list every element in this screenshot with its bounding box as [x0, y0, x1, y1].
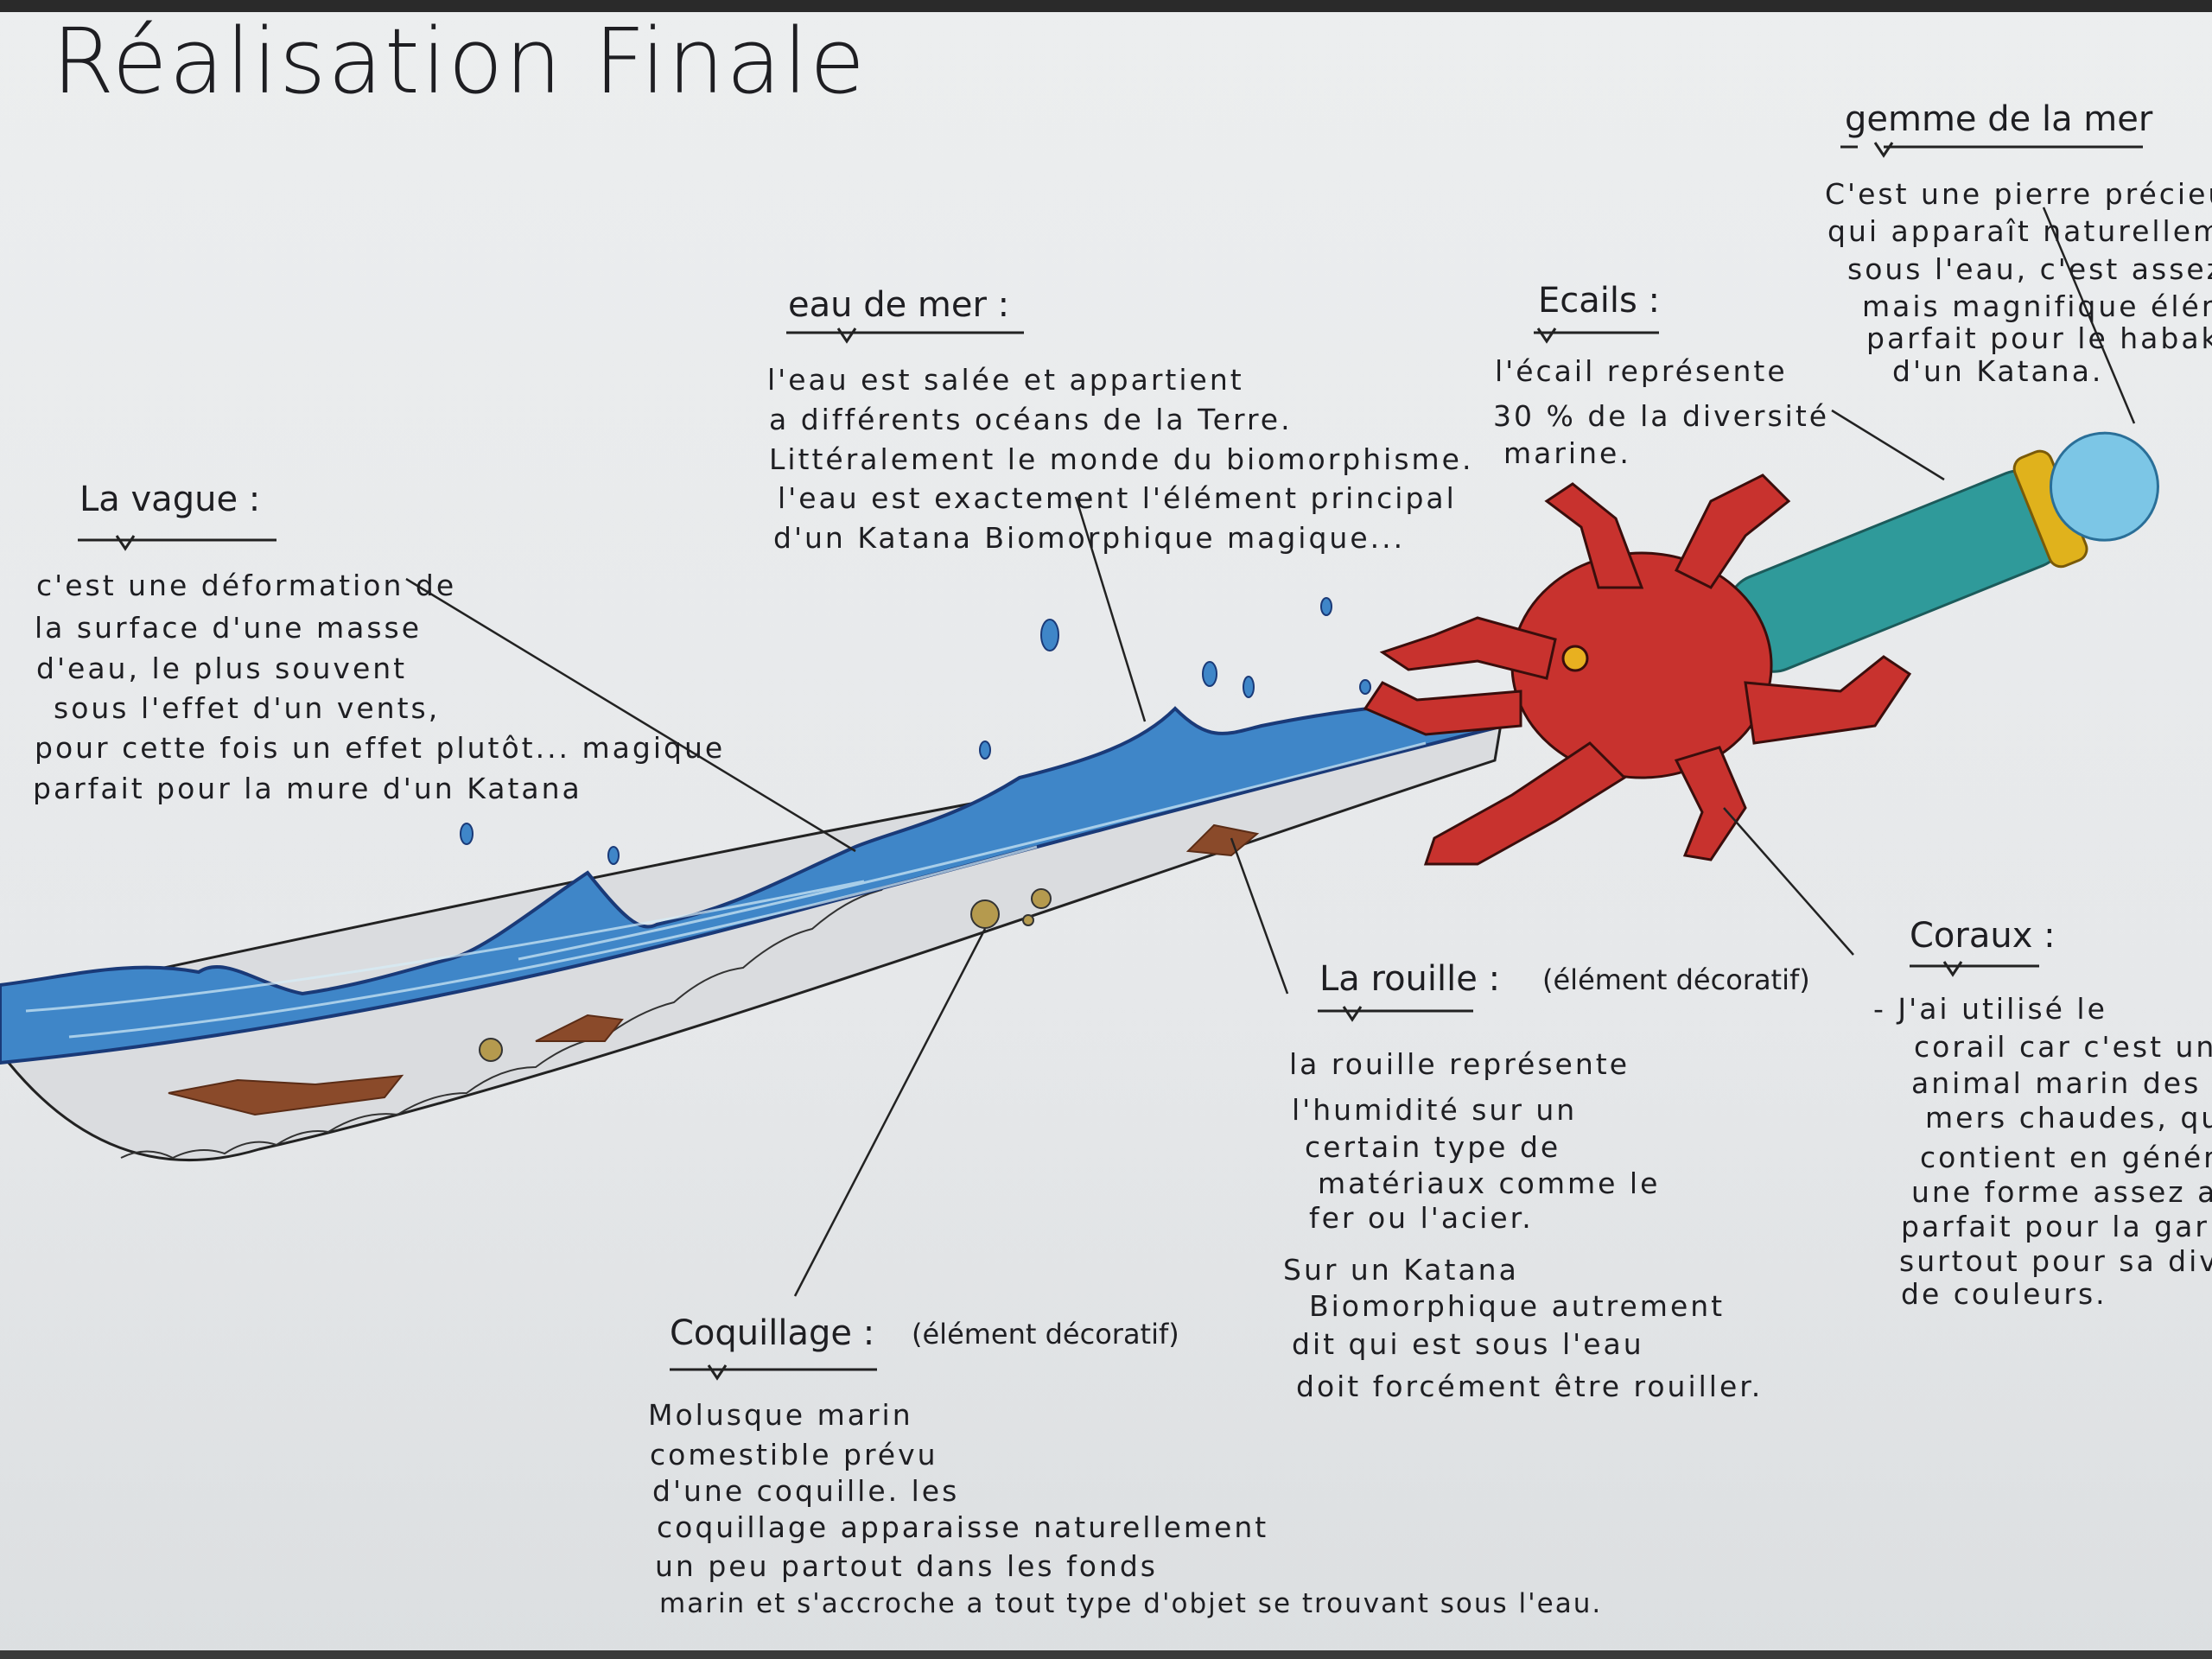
- gemme-line: C'est une pierre précieuse: [1825, 177, 2212, 211]
- eau-label: eau de mer :: [788, 285, 1010, 325]
- gemme-line: sous l'eau, c'est assez ra: [1847, 252, 2212, 286]
- gemme-label: gemme de la mer: [1845, 99, 2153, 139]
- vague-line: c'est une déformation de: [36, 569, 457, 602]
- eau-line: Littéralement le monde du biomorphisme.: [769, 442, 1474, 476]
- eau-line: l'eau est salée et appartient: [767, 363, 1244, 397]
- coquillage-line: comestible prévu: [650, 1438, 938, 1471]
- coraux-line: animal marin des: [1911, 1066, 2202, 1100]
- label-underlines: [78, 142, 2143, 1381]
- coraux-label: Coraux :: [1910, 916, 2056, 956]
- blade-scalloped-edge: [120, 850, 951, 1160]
- ecails-label: Ecails :: [1538, 281, 1661, 321]
- rouille-line: l'humidité sur un: [1292, 1093, 1578, 1127]
- rouille-line: doit forcément être rouiller.: [1296, 1370, 1764, 1403]
- coraux-line: de couleurs.: [1901, 1277, 2107, 1311]
- leader-lines: [405, 207, 2136, 1297]
- gemme-line: mais magnifique élément: [1862, 289, 2212, 323]
- photo-edge: [0, 1650, 2212, 1659]
- page-title: Réalisation Finale: [52, 9, 867, 114]
- coraux-line: parfait pour la gar: [1901, 1210, 2209, 1243]
- gemme-line: parfait pour le habaki: [1866, 321, 2212, 355]
- rouille-line: la rouille représente: [1289, 1047, 1630, 1081]
- vague-line: pour cette fois un effet plutôt... magiq…: [35, 731, 726, 765]
- eau-line: a différents océans de la Terre.: [769, 403, 1293, 436]
- handle: [1726, 431, 2159, 673]
- water-droplets: [460, 597, 1371, 865]
- rouille-line: fer ou l'acier.: [1309, 1201, 1534, 1235]
- gemme-line: d'un Katana.: [1892, 354, 2104, 388]
- coraux-line: surtout pour sa div: [1899, 1244, 2212, 1278]
- vague-line: la surface d'une masse: [35, 611, 423, 645]
- coraux-line: mers chaudes, qui: [1925, 1101, 2212, 1135]
- gemme-line: qui apparaît naturelleme: [1827, 214, 2212, 248]
- ecails-line: l'écail représente: [1495, 354, 1788, 388]
- vague-label: La vague :: [79, 480, 261, 519]
- coraux-line: contient en général: [1920, 1141, 2212, 1174]
- ecails-line: 30 % de la diversité: [1493, 399, 1830, 433]
- eau-line: l'eau est exactement l'élément principal: [778, 481, 1457, 515]
- coquillage-line: un peu partout dans les fonds: [655, 1549, 1158, 1583]
- shells: [479, 888, 1052, 1062]
- vague-line: sous l'effet d'un vents,: [54, 691, 441, 725]
- rouille-line: Sur un Katana: [1283, 1253, 1519, 1287]
- coquillage-line: marin et s'accroche a tout type d'objet …: [659, 1588, 1603, 1619]
- rouille-label: La rouille :: [1319, 959, 1501, 999]
- coquillage-line: d'une coquille. les: [652, 1474, 960, 1508]
- rust-patches: [168, 823, 1260, 1116]
- coquillage-note: (élément décoratif): [912, 1318, 1179, 1351]
- coraux-line: - J'ai utilisé le: [1873, 992, 2107, 1026]
- rouille-line: matériaux comme le: [1318, 1166, 1661, 1200]
- coquillage-line: Molusque marin: [648, 1398, 913, 1432]
- rouille-line: dit qui est sous l'eau: [1292, 1327, 1644, 1361]
- coraux-line: corail car c'est un: [1914, 1030, 2212, 1064]
- rouille-line: Biomorphique autrement: [1309, 1289, 1726, 1323]
- eau-line: d'un Katana Biomorphique magique...: [773, 521, 1406, 555]
- coquillage-line: coquillage apparaisse naturellement: [657, 1510, 1269, 1544]
- vague-line: parfait pour la mure d'un Katana: [33, 772, 582, 805]
- rouille-line: certain type de: [1305, 1130, 1561, 1164]
- coral-guard: [1363, 474, 1912, 866]
- photo-edge: [0, 0, 2212, 12]
- coraux-line: une forme assez alé: [1911, 1175, 2212, 1209]
- rouille-note: (élément décoratif): [1542, 963, 1810, 996]
- coquillage-label: Coquillage :: [670, 1313, 875, 1353]
- ecails-line: marine.: [1503, 436, 1631, 470]
- vague-line: d'eau, le plus souvent: [36, 652, 408, 685]
